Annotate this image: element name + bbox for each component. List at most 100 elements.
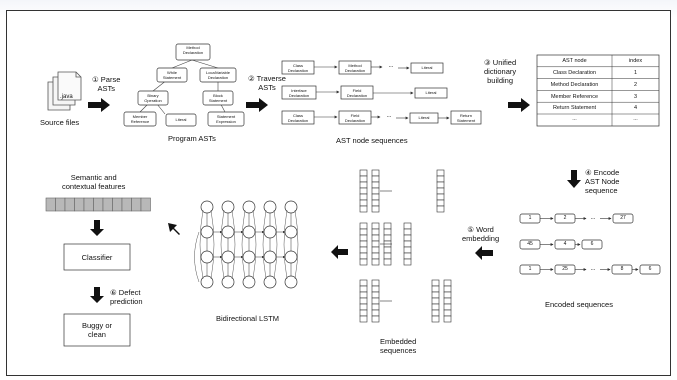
program-asts-label: Program ASTs [168,134,216,143]
seq-node-label: Method Declaration [344,63,366,73]
block-arrow-1 [88,98,110,112]
ast-node-while [156,67,188,83]
seq-node-label: Literal [418,115,430,120]
seq-node-label: Literal [421,65,433,70]
seq-node-label: Field Declaration [346,88,368,98]
lstm-cell [263,250,277,264]
block-arrow-2 [246,98,268,112]
seq-ellipsis: ... [388,63,394,69]
output-box [63,313,131,347]
encoded-value: 8 [620,266,624,272]
embedding-vector [359,279,368,323]
embedding-vector [371,169,380,213]
block-arrow-6 [331,245,348,259]
encoded-ellipsis: ... [590,215,596,221]
lstm-cell [221,275,235,289]
lstm-cell [263,225,277,239]
encoded-sequences-label: Encoded sequences [545,300,613,309]
seq-node-label: Field Declaration [344,113,366,123]
embedding-vector [431,279,440,323]
bilstm-label: Bidirectional LSTM [216,314,279,323]
ast-localvar-label: LocalVariable Declaration [206,70,230,80]
encoded-value: 1 [528,215,532,221]
embedding-vector [359,169,368,213]
lstm-cell [242,275,256,289]
dict-cell: Class Declaration [552,70,597,76]
java-file-label: .java [60,94,73,100]
ast-block-label: Block Statement [208,93,228,103]
source-files-icon [47,71,82,111]
block-arrow-5 [475,246,493,260]
encoded-ellipsis: ... [590,266,596,272]
seq-node-label: Return Statement [456,113,476,123]
lstm-cell [221,225,235,239]
feature-cell [102,197,113,212]
dict-cell: ... [633,116,638,122]
embedding-vector [371,222,380,266]
encoded-value: 25 [562,266,568,272]
feature-cell [140,197,151,212]
lstm-cell [284,225,298,239]
ast-sequences [281,60,482,125]
dict-header-index: index [628,58,643,64]
ast-member-label: Member Reference [130,114,150,124]
encoded-value: 2 [563,215,567,221]
step4-label: ④ Encode AST Node sequence [585,168,620,195]
encoded-value: 1 [528,266,532,272]
feature-cell [131,197,142,212]
ast-stmt-label: Statement Expression [216,114,236,124]
seq-node-label: Class Declaration [287,63,309,73]
lstm-cell [221,250,235,264]
classifier-label: Classifier [81,253,113,262]
lstm-cell [200,250,214,264]
encoded-value: 6 [648,266,652,272]
step1-label: ① Parse ASTs [92,75,121,93]
dict-cell: 4 [633,105,638,111]
buggy-clean-label: Buggy or clean [81,321,113,339]
lstm-cell [200,225,214,239]
ast-node-sequences-label: AST node sequences [336,136,408,145]
feature-cell [112,197,123,212]
block-arrow-7 [168,223,180,235]
ast-node-block [202,90,234,106]
embedding-vector [436,169,445,213]
ast-node-root [175,43,211,61]
encoded-value: 4 [563,241,567,247]
block-arrow-8 [90,220,104,236]
embedding-vector [403,222,412,266]
ast-root-label: Method Declaration [182,45,204,55]
block-arrow-9 [90,287,104,303]
feature-vector [45,197,151,212]
feature-cell [45,197,56,212]
seq-node-label: Class Declaration [287,113,309,123]
dict-header-node: AST node [562,58,587,64]
seq-node-label: Literal [425,90,437,95]
encoded-value: 45 [527,241,533,247]
seq-ellipsis: ... [386,113,392,119]
dict-cell: 2 [633,82,638,88]
step2-label: ② Traverse ASTs [248,74,286,92]
embedded-sequences-label: Embedded sequences [380,337,417,355]
feature-cell [121,197,132,212]
dict-cell: Member Reference [550,94,599,100]
encoded-value: 6 [590,241,594,247]
source-files-label: Source files [40,118,80,127]
feature-cell [93,197,104,212]
dict-cell: 1 [633,70,638,76]
feature-cell [64,197,75,212]
ast-while-label: While Statement [162,70,182,80]
dict-cell: Return Statement [552,105,597,111]
dictionary-table [536,54,660,127]
bidirectional-lstm-network [194,200,299,289]
seq-node-label: Interface Declaration [288,88,310,98]
encoded-value: 27 [620,215,626,221]
embedding-vector [443,279,452,323]
embedded-sequences-vectors [359,169,452,323]
feature-cell [83,197,94,212]
ast-node-localvar [199,67,237,83]
ast-node-member [123,111,157,127]
encoded-sequences [519,213,661,275]
ast-node-binary [137,90,169,106]
feature-cell [55,197,66,212]
